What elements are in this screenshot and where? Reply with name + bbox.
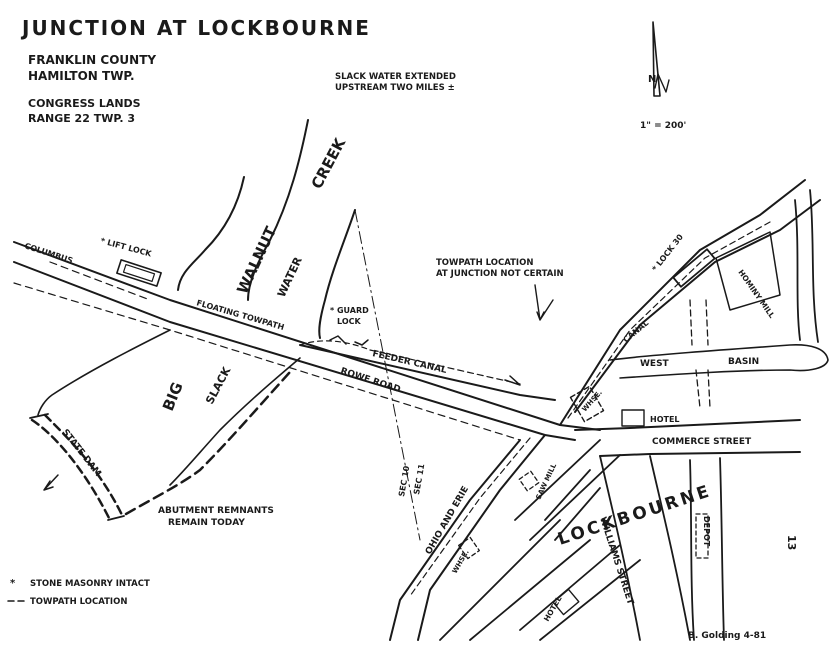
legend-towpath-label: TOWPATH LOCATION	[30, 597, 127, 607]
ohio-erie-canal	[389, 434, 546, 641]
creek-banks	[37, 119, 356, 486]
guard-lock-label-line1: * GUARD	[330, 306, 369, 315]
slack-label: SLACK	[203, 365, 234, 407]
warehouse-top	[569, 385, 605, 423]
columbus-label: COLUMBUS	[23, 241, 74, 265]
towpath-note-line1: TOWPATH LOCATION	[436, 258, 533, 268]
north-label: N	[648, 74, 656, 85]
slack-water-note-line1: SLACK WATER EXTENDED	[335, 72, 456, 82]
mill-race	[689, 299, 711, 409]
dam-flow-arrow-icon	[43, 474, 59, 491]
west-basin-outline	[609, 344, 829, 379]
east-road	[794, 189, 819, 343]
author-signature: B. Golding 4-81	[688, 631, 766, 641]
town-streets	[439, 439, 725, 641]
feeder-canal	[299, 344, 556, 401]
saw-mill	[518, 470, 540, 492]
walnut-label: WALNUT	[233, 223, 280, 297]
hominy-mill-label: HOMINY MILL	[736, 268, 776, 320]
canal-label-northeast: CANAL	[622, 318, 651, 344]
lift-lock-label: * LIFT LOCK	[99, 236, 153, 258]
legend-stone-label: STONE MASONRY INTACT	[30, 579, 150, 589]
lock-30-label: * LOCK 30	[650, 232, 685, 273]
west-basin-label-basin: BASIN	[728, 357, 759, 367]
north-arrow-icon	[652, 21, 670, 97]
section-line	[354, 209, 421, 541]
lock-30	[672, 248, 716, 288]
abutment-line	[124, 370, 292, 516]
legend-stone-symbol: *	[10, 578, 16, 589]
creek-label: CREEK	[308, 134, 350, 192]
northeast-canal	[559, 179, 821, 426]
floating-towpath-label: FLOATING TOWPATH	[195, 298, 285, 332]
hotel-top-label: HOTEL	[650, 415, 680, 424]
water-label: WATER	[275, 255, 305, 300]
depot-label: DEPOT	[702, 516, 711, 547]
warehouse-bottom	[458, 536, 480, 560]
scale-label: 1" = 200'	[640, 121, 686, 131]
hotel-top	[621, 409, 645, 427]
warehouse-bottom-label: WHSE.	[451, 548, 471, 575]
big-label: BIG	[159, 380, 187, 414]
abutment-note-line2: REMAIN TODAY	[168, 518, 245, 528]
abutment-note-line1: ABUTMENT REMNANTS	[158, 506, 274, 516]
map-title: JUNCTION AT LOCKBOURNE	[20, 16, 371, 40]
towpath-note-line2: AT JUNCTION NOT CERTAIN	[436, 269, 564, 279]
feeder-canal-label: FEEDER CANAL	[371, 349, 447, 376]
county-label: FRANKLIN COUNTY	[28, 53, 156, 67]
lift-lock	[116, 259, 162, 287]
range-label: RANGE 22 TWP. 3	[28, 112, 135, 125]
main-canal	[13, 241, 601, 441]
towpath-note-arrow-icon	[534, 284, 554, 321]
page-number: 13	[785, 535, 798, 550]
township-label: HAMILTON TWP.	[28, 69, 135, 83]
guard-lock-label-line2: LOCK	[337, 317, 361, 326]
state-dam	[29, 413, 125, 522]
commerce-street	[574, 419, 801, 457]
congress-lands-label: CONGRESS LANDS	[28, 97, 141, 110]
hotel-bottom	[552, 588, 580, 616]
west-basin-label-west: WEST	[640, 359, 670, 369]
sec-10-label: SEC 10	[397, 465, 411, 498]
commerce-street-label: COMMERCE STREET	[652, 437, 752, 447]
guard-lock	[299, 335, 371, 351]
hominy-mill-outline	[715, 231, 781, 311]
slack-water-note-line2: UPSTREAM TWO MILES ±	[335, 83, 455, 93]
sec-11-label: SEC 11	[412, 463, 426, 496]
